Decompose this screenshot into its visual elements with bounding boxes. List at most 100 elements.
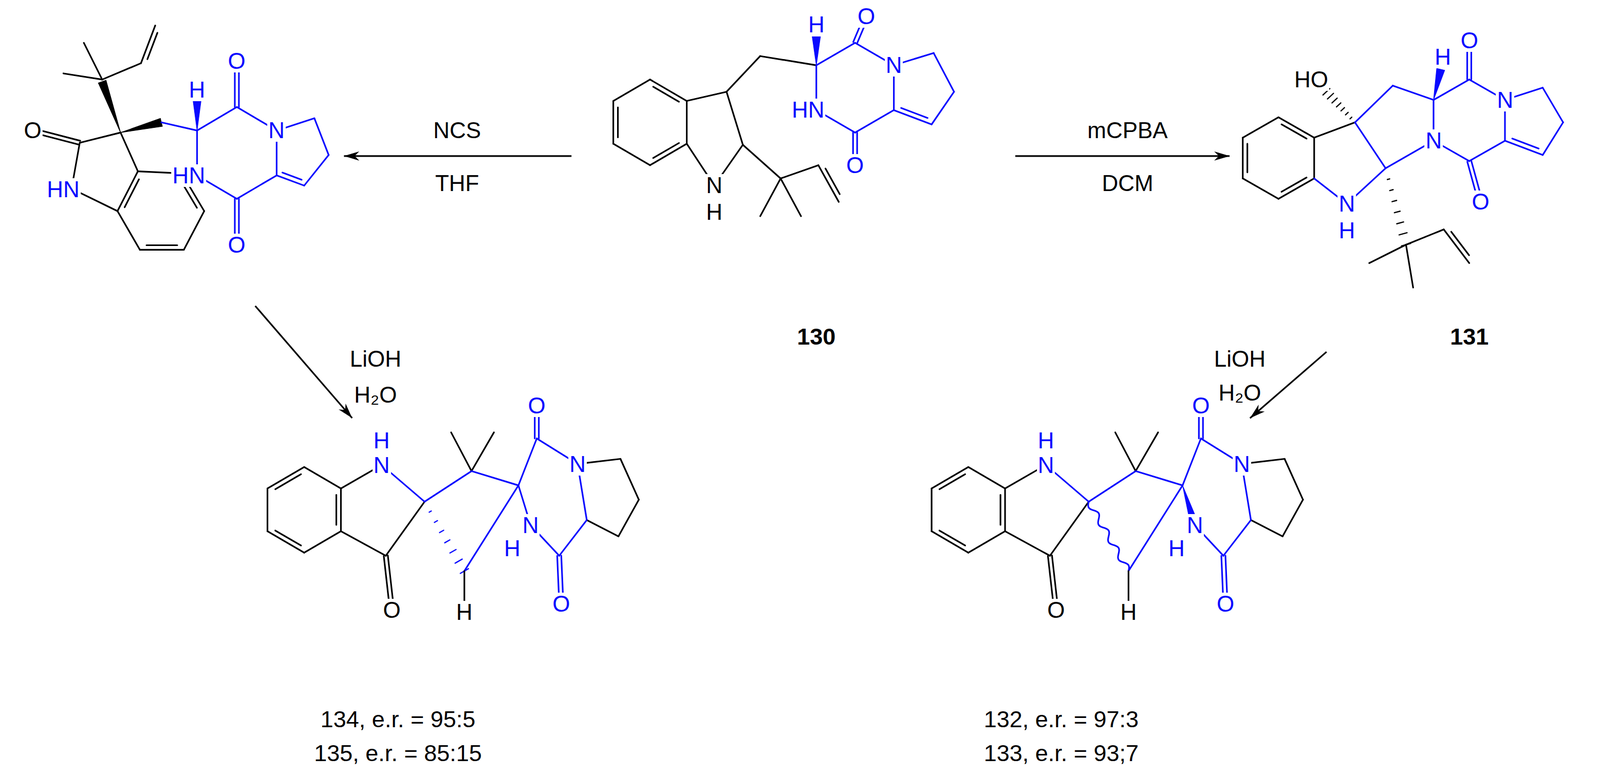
wedge-bond	[812, 36, 821, 66]
bond-line	[1450, 231, 1469, 256]
bond-line	[1394, 211, 1401, 213]
atom-label: N	[521, 514, 541, 537]
bond-line	[304, 155, 329, 186]
bond-line	[518, 438, 537, 486]
atom-label: O	[526, 394, 547, 418]
compound-label: 135, e.r. = 85:15	[313, 741, 482, 765]
bond-line	[124, 179, 140, 208]
bond-line	[1327, 93, 1334, 100]
bond-line	[451, 432, 472, 472]
bond-line	[1433, 79, 1469, 101]
bond-line	[1278, 178, 1314, 199]
atom-label: N	[704, 174, 724, 197]
wavy-bond	[1088, 501, 1130, 572]
bond-line	[471, 432, 495, 472]
atom-label: O	[845, 154, 865, 177]
bond-line	[612, 101, 615, 144]
bond-line	[266, 488, 269, 532]
bond-line	[455, 559, 463, 564]
bond-line	[1349, 117, 1352, 119]
bond-line	[1241, 137, 1244, 179]
bond-line	[120, 132, 139, 172]
bond-line	[685, 101, 688, 144]
atom-label: H	[187, 78, 207, 102]
compound-box: 134, e.r. = 95:5135, e.r. = 85:15	[254, 418, 654, 771]
bond-line	[1281, 177, 1307, 193]
bond-line	[816, 42, 855, 66]
bond-line	[276, 175, 305, 186]
compound-label: 132, e.r. = 97:3	[983, 708, 1140, 732]
atom-label: O	[1215, 592, 1236, 616]
bond-line	[146, 244, 178, 247]
reaction-arrow	[255, 306, 353, 419]
atom-label: N	[568, 453, 587, 476]
reagent-label: THF	[434, 172, 481, 195]
bond-line	[1405, 245, 1413, 288]
bond-line	[1512, 138, 1539, 149]
bond-line	[314, 118, 329, 155]
bond-line	[1345, 112, 1349, 116]
atom-label: O	[227, 233, 247, 257]
bond-line	[620, 458, 640, 500]
atom-label: H	[1036, 429, 1056, 453]
bond-line	[275, 530, 302, 546]
bond-line	[63, 73, 102, 80]
bond-line	[197, 106, 237, 131]
bond-line	[1004, 488, 1007, 532]
bond-line	[1284, 458, 1304, 500]
bond-line	[1354, 85, 1393, 123]
bond-line	[117, 211, 141, 250]
atom-label: H	[704, 200, 724, 224]
compound-box: 130	[597, 5, 1016, 352]
bond-line	[304, 467, 341, 489]
reaction-arrow	[343, 155, 572, 157]
atom-label: HN	[45, 178, 81, 201]
bond-line	[1242, 117, 1279, 138]
bond-line	[931, 467, 969, 489]
bond-line	[653, 142, 679, 158]
bond-line	[901, 107, 928, 118]
compound-label: 133, e.r. = 93;7	[983, 741, 1140, 765]
bond-line	[1049, 501, 1089, 556]
bond-line	[968, 531, 1006, 553]
compound-label: 131	[1449, 325, 1489, 349]
bond-line	[618, 499, 640, 537]
bond-line	[968, 467, 1006, 489]
bond-line	[1391, 200, 1397, 202]
bond-line	[686, 91, 727, 102]
atom-label: O	[1046, 599, 1066, 622]
bond-line	[1313, 137, 1315, 179]
bond-line	[117, 171, 139, 212]
bond-line	[139, 249, 184, 251]
bond-line	[931, 488, 933, 532]
bond-line	[1469, 140, 1505, 162]
bond-line	[79, 132, 121, 143]
bond-line	[1405, 229, 1444, 246]
bond-line	[1223, 520, 1252, 556]
bond-line	[1246, 143, 1249, 173]
bond-line	[439, 530, 444, 533]
bond-line	[653, 86, 679, 102]
atom-label: N	[372, 454, 392, 477]
atom-label: H	[1167, 537, 1186, 561]
bond-line	[742, 144, 781, 179]
bond-line	[1314, 122, 1355, 138]
bond-line	[424, 471, 472, 502]
bond-line	[1278, 117, 1314, 138]
bond-line	[267, 531, 305, 553]
bond-line	[340, 488, 342, 532]
compound-label: 130	[796, 325, 836, 349]
bond-line	[939, 530, 965, 546]
bond-line	[1392, 85, 1434, 101]
bond-line	[161, 122, 197, 131]
atom-label: N	[267, 119, 286, 142]
bond-line	[586, 520, 619, 537]
atom-label: H	[503, 537, 522, 561]
reagent-label: NCS	[432, 119, 482, 142]
reagent-label: LiOH	[1213, 347, 1267, 371]
bond-line	[341, 531, 386, 556]
reagent-label: H₂O	[1217, 381, 1262, 405]
bond-line	[939, 474, 965, 490]
bond-line	[1443, 229, 1470, 264]
